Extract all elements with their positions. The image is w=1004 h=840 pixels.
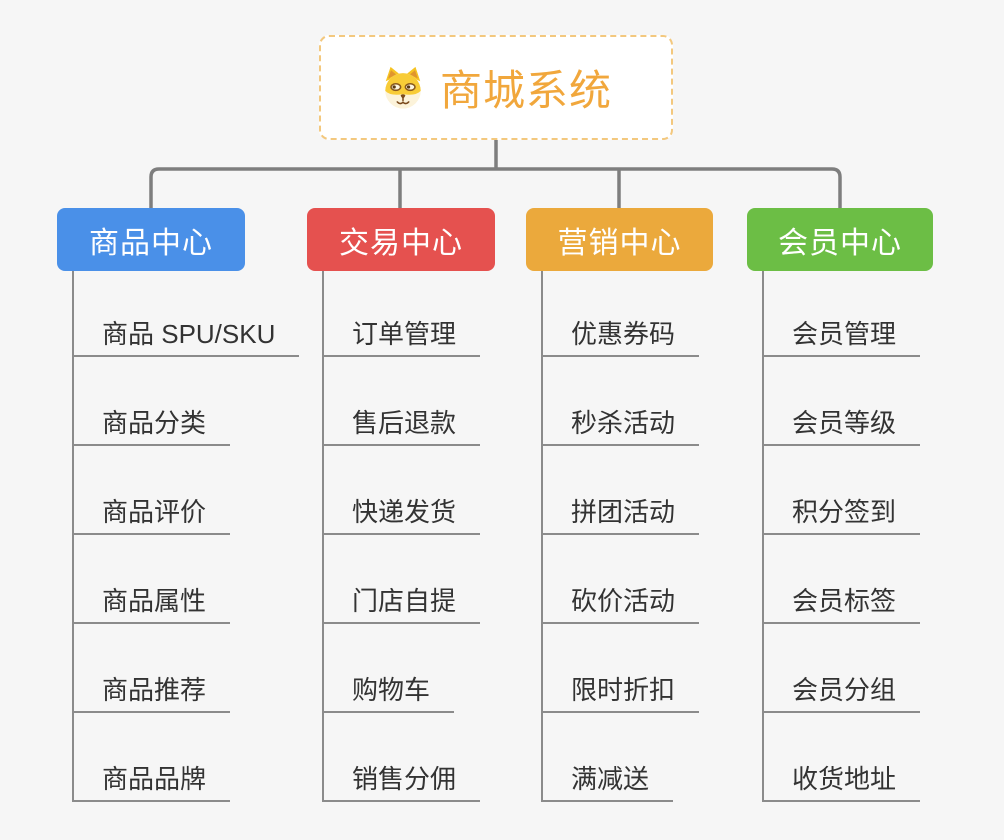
leaf-node-sales-commission[interactable]: 销售分佣 <box>322 762 481 802</box>
leaf-node-product-brand[interactable]: 商品品牌 <box>72 762 231 802</box>
root-title: 商城系统 <box>439 67 612 114</box>
leaf-node-shipping-address[interactable]: 收货地址 <box>762 762 921 802</box>
leaf-node-member-level[interactable]: 会员等级 <box>762 406 921 446</box>
leaf-node-store-pickup[interactable]: 门店自提 <box>322 584 481 624</box>
leaf-node-coupon-code[interactable]: 优惠券码 <box>541 317 700 357</box>
leaf-node-shopping-cart[interactable]: 购物车 <box>322 673 455 713</box>
branch-node-trade-center[interactable]: 交易中心 <box>307 208 495 271</box>
leaf-node-after-sale-refund[interactable]: 售后退款 <box>322 406 481 446</box>
leaf-node-product-spu-sku[interactable]: 商品 SPU/SKU <box>72 317 300 357</box>
leaf-node-product-category[interactable]: 商品分类 <box>72 406 231 446</box>
branch-node-marketing-center[interactable]: 营销中心 <box>526 208 713 271</box>
leaf-node-order-management[interactable]: 订单管理 <box>322 317 481 357</box>
leaf-node-bargain-activity[interactable]: 砍价活动 <box>541 584 700 624</box>
branch-node-member-center[interactable]: 会员中心 <box>747 208 933 271</box>
leaf-node-member-group[interactable]: 会员分组 <box>762 673 921 713</box>
leaf-node-product-recommend[interactable]: 商品推荐 <box>72 673 231 713</box>
root-node[interactable]: 商城系统 <box>319 35 673 140</box>
branch-trunk-line <box>72 271 74 800</box>
connector-lines <box>149 140 842 209</box>
branch-trunk-line <box>541 271 543 800</box>
leaf-node-full-reduction[interactable]: 满减送 <box>541 762 674 802</box>
leaf-node-limited-time-discount[interactable]: 限时折扣 <box>541 673 700 713</box>
leaf-node-member-tag[interactable]: 会员标签 <box>762 584 921 624</box>
leaf-node-points-checkin[interactable]: 积分签到 <box>762 495 921 535</box>
branch-trunk-line <box>322 271 324 800</box>
leaf-node-flash-sale[interactable]: 秒杀活动 <box>541 406 700 446</box>
branch-trunk-line <box>762 271 764 800</box>
leaf-node-product-review[interactable]: 商品评价 <box>72 495 231 535</box>
leaf-node-member-management[interactable]: 会员管理 <box>762 317 921 357</box>
leaf-node-group-buy[interactable]: 拼团活动 <box>541 495 700 535</box>
dog-face-icon <box>380 65 426 111</box>
leaf-node-express-shipping[interactable]: 快递发货 <box>322 495 481 535</box>
branch-node-product-center[interactable]: 商品中心 <box>57 208 245 271</box>
leaf-node-product-attribute[interactable]: 商品属性 <box>72 584 231 624</box>
